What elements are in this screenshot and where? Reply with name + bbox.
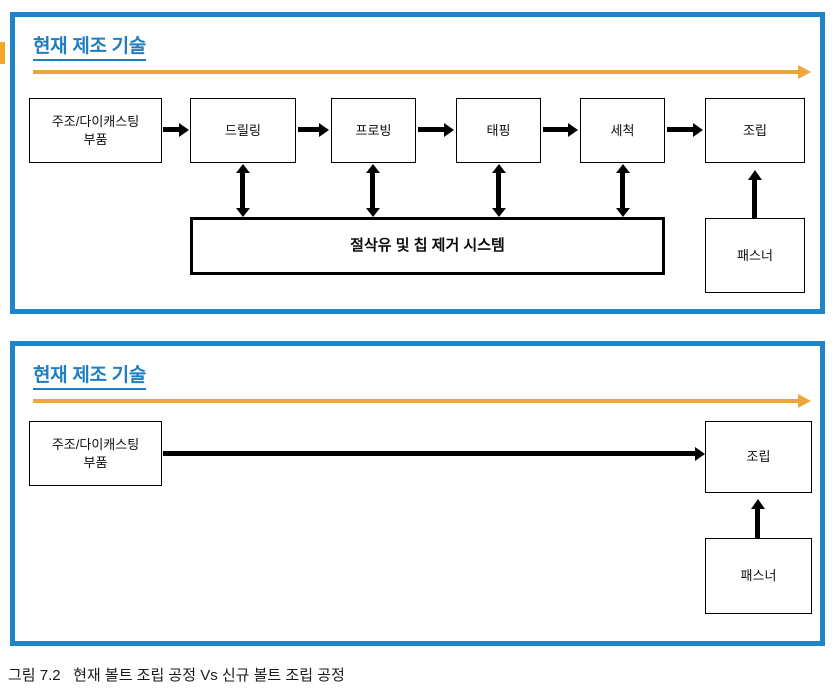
arrow-head xyxy=(751,499,765,509)
arrow-shaft xyxy=(496,172,501,209)
box-coolant-chip-removal-system[interactable]: 절삭유 및 칩 제거 시스템 xyxy=(190,217,665,275)
arrow-drilling-to-probing xyxy=(298,123,329,137)
box-assembly[interactable]: 조립 xyxy=(705,421,812,493)
arrow-shaft xyxy=(667,127,693,132)
arrow-shaft xyxy=(620,172,625,209)
arrow-washing-to-coolant xyxy=(616,164,630,217)
panel-new-title: 현재 제조 기술 xyxy=(33,360,146,390)
arrow-head-up xyxy=(492,164,506,173)
arrow-head xyxy=(695,447,705,461)
box-fastener[interactable]: 패스너 xyxy=(705,538,812,614)
box-casting-parts[interactable]: 주조/다이캐스팅 부품 xyxy=(29,98,162,163)
arrow-fastener-to-assembly xyxy=(751,499,765,544)
arrow-head xyxy=(444,123,454,137)
panel-current-title-text: 현재 제조 기술 xyxy=(33,36,146,61)
panel-new-process: 현재 제조 기술 주조/다이캐스팅 부품 조립 패스너 xyxy=(10,341,825,646)
arrow-drilling-to-coolant xyxy=(236,164,250,217)
box-drilling-label: 드릴링 xyxy=(225,122,261,138)
arrow-shaft xyxy=(755,508,760,544)
time-flow-arrow-shaft xyxy=(33,399,798,403)
arrow-head-up xyxy=(616,164,630,173)
arrow-head xyxy=(568,123,578,137)
arrow-head xyxy=(748,170,762,180)
time-flow-arrow xyxy=(33,394,813,408)
box-assembly-label: 조립 xyxy=(743,122,767,138)
arrow-shaft xyxy=(240,172,245,209)
box-casting-parts-label: 주조/다이캐스팅 부품 xyxy=(51,436,140,470)
box-fastener-label: 패스너 xyxy=(740,568,777,584)
arrow-casting-to-drilling xyxy=(163,123,189,137)
box-tapping-label: 태핑 xyxy=(486,122,511,138)
box-coolant-chip-removal-system-label: 절삭유 및 칩 제거 시스템 xyxy=(350,236,505,254)
box-washing[interactable]: 세척 xyxy=(580,98,665,163)
box-fastener[interactable]: 패스너 xyxy=(705,218,805,293)
edge-artifact xyxy=(0,42,5,64)
box-probing[interactable]: 프로빙 xyxy=(331,98,416,163)
arrow-shaft xyxy=(543,127,568,132)
time-flow-arrow xyxy=(33,65,813,79)
box-fastener-label: 패스너 xyxy=(737,247,773,263)
time-flow-arrow-head xyxy=(798,394,811,408)
box-tapping[interactable]: 태핑 xyxy=(456,98,541,163)
arrow-fastener-to-assembly xyxy=(748,170,762,218)
box-casting-parts[interactable]: 주조/다이캐스팅 부품 xyxy=(29,421,162,486)
arrow-head-down xyxy=(236,208,250,217)
arrow-head-down xyxy=(616,208,630,217)
arrow-head xyxy=(179,123,189,137)
arrow-shaft xyxy=(370,172,375,209)
box-assembly[interactable]: 조립 xyxy=(705,98,805,163)
box-casting-parts-label: 주조/다이캐스팅 부품 xyxy=(51,113,140,147)
box-washing-label: 세척 xyxy=(610,122,635,138)
arrow-casting-to-assembly xyxy=(163,447,705,461)
arrow-tapping-to-coolant xyxy=(492,164,506,217)
arrow-washing-to-assembly xyxy=(667,123,703,137)
arrow-shaft xyxy=(418,127,444,132)
arrow-probing-to-coolant xyxy=(366,164,380,217)
panel-current-process: 현재 제조 기술 주조/다이캐스팅 부품 드릴링 프로빙 태핑 세척 조립 xyxy=(10,12,825,314)
arrow-shaft xyxy=(298,127,319,132)
arrow-head xyxy=(693,123,703,137)
arrow-tapping-to-washing xyxy=(543,123,578,137)
arrow-head-up xyxy=(236,164,250,173)
arrow-probing-to-tapping xyxy=(418,123,454,137)
arrow-shaft xyxy=(163,451,695,456)
box-drilling[interactable]: 드릴링 xyxy=(190,98,296,163)
time-flow-arrow-head xyxy=(798,65,811,79)
panel-new-title-text: 현재 제조 기술 xyxy=(33,365,146,390)
arrow-shaft xyxy=(163,127,179,132)
panel-current-title: 현재 제조 기술 xyxy=(33,31,146,61)
figure-caption: 그림 7.2 현재 볼트 조립 공정 Vs 신규 볼트 조립 공정 xyxy=(8,667,345,684)
time-flow-arrow-shaft xyxy=(33,70,798,74)
arrow-head-down xyxy=(492,208,506,217)
box-assembly-label: 조립 xyxy=(746,449,771,465)
arrow-head xyxy=(319,123,329,137)
arrow-shaft xyxy=(752,179,757,218)
arrow-head-up xyxy=(366,164,380,173)
arrow-head-down xyxy=(366,208,380,217)
box-probing-label: 프로빙 xyxy=(355,122,392,138)
